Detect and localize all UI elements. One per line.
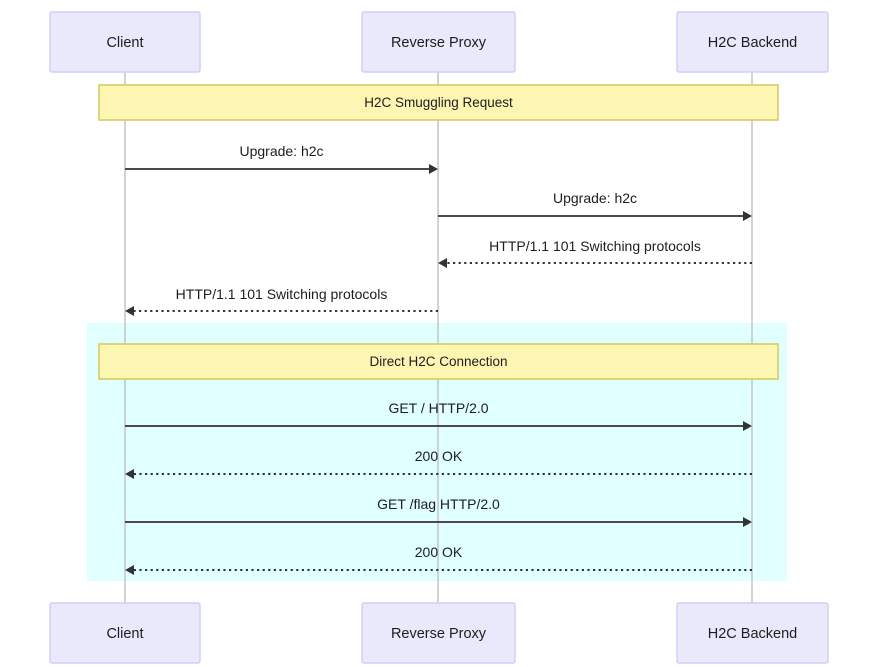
participant-proxy-bottom[interactable]: Reverse Proxy <box>361 602 516 664</box>
msg-7-label: GET /flag HTTP/2.0 <box>377 496 500 512</box>
msg-5: GET / HTTP/2.0 <box>125 400 752 431</box>
msg-2: Upgrade: h2c <box>438 190 752 221</box>
msg-6-label: 200 OK <box>415 448 463 464</box>
participants-top-layer: Client Reverse Proxy H2C Backend <box>49 11 829 73</box>
msg-5-arrowhead <box>743 421 752 431</box>
msg-3-arrowhead <box>438 258 447 268</box>
msg-3: HTTP/1.1 101 Switching protocols <box>438 238 752 268</box>
note-smuggling: H2C Smuggling Request <box>98 84 779 121</box>
participant-label-client-bottom: Client <box>106 626 143 642</box>
msg-8: 200 OK <box>125 544 752 575</box>
msg-7: GET /flag HTTP/2.0 <box>125 496 752 527</box>
participant-backend-top[interactable]: H2C Backend <box>676 11 829 73</box>
participant-label-backend-top: H2C Backend <box>708 35 797 51</box>
participant-box-backend-bottom <box>676 602 829 664</box>
note-direct-label: Direct H2C Connection <box>369 354 507 369</box>
participant-label-proxy-top: Reverse Proxy <box>391 35 487 51</box>
note-smuggling-label: H2C Smuggling Request <box>364 95 513 110</box>
msg-6-arrowhead <box>125 469 134 479</box>
participant-label-client-top: Client <box>106 35 143 51</box>
msg-1-label: Upgrade: h2c <box>239 143 323 159</box>
participant-box-proxy-bottom <box>361 602 516 664</box>
lifelines-layer <box>124 72 753 603</box>
msg-2-label: Upgrade: h2c <box>553 190 637 206</box>
msg-5-label: GET / HTTP/2.0 <box>388 400 488 416</box>
msg-8-label: 200 OK <box>415 544 463 560</box>
note-direct: Direct H2C Connection <box>98 343 779 380</box>
participant-label-proxy-bottom: Reverse Proxy <box>391 626 487 642</box>
msg-7-arrowhead <box>743 517 752 527</box>
participants-bottom-layer: Client Reverse Proxy H2C Backend <box>49 602 829 664</box>
msg-1-arrowhead <box>429 164 438 174</box>
participant-client-bottom[interactable]: Client <box>49 602 201 664</box>
msg-3-label: HTTP/1.1 101 Switching protocols <box>489 238 701 254</box>
participant-box-proxy-top <box>361 11 516 73</box>
participant-client-top[interactable]: Client <box>49 11 201 73</box>
participant-box-backend-top <box>676 11 829 73</box>
msg-4-arrowhead <box>125 306 134 316</box>
note-smuggling-box <box>98 84 779 121</box>
participant-label-backend-bottom: H2C Backend <box>708 626 797 642</box>
msg-4: HTTP/1.1 101 Switching protocols <box>125 286 438 316</box>
participant-box-client-bottom <box>49 602 201 664</box>
msg-1: Upgrade: h2c <box>125 143 438 174</box>
msg-8-arrowhead <box>125 565 134 575</box>
participant-proxy-top[interactable]: Reverse Proxy <box>361 11 516 73</box>
msg-6: 200 OK <box>125 448 752 479</box>
msg-2-arrowhead <box>743 211 752 221</box>
note-direct-box <box>98 343 779 380</box>
msg-4-label: HTTP/1.1 101 Switching protocols <box>176 286 388 302</box>
participant-backend-bottom[interactable]: H2C Backend <box>676 602 829 664</box>
participant-box-client-top <box>49 11 201 73</box>
